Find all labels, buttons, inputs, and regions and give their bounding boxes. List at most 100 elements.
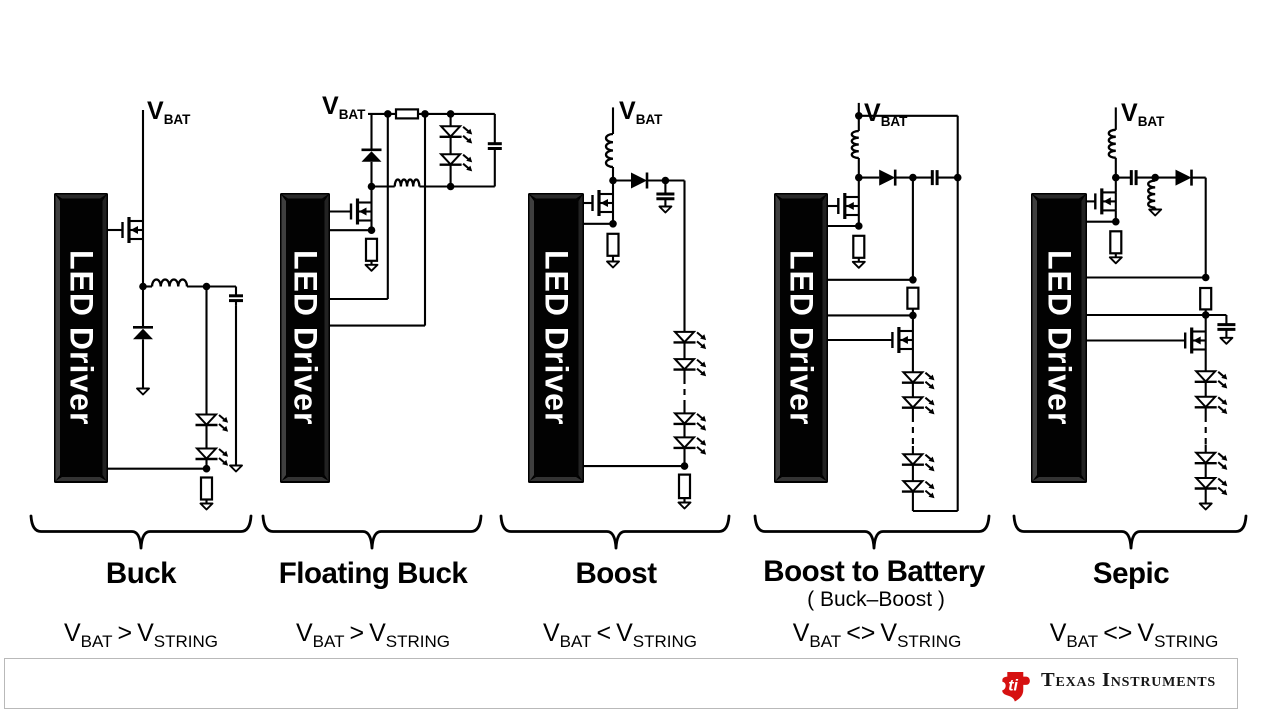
mosfet-icon <box>828 193 860 219</box>
capacitor-icon <box>229 294 243 303</box>
ground-icon <box>1148 208 1163 217</box>
vstring-base: V <box>880 619 898 647</box>
vstring-base: V <box>616 619 633 647</box>
mosfet-icon <box>1087 327 1207 354</box>
brace <box>1012 514 1248 550</box>
vbat-label-sepic: VBAT <box>1121 101 1165 129</box>
ground-icon <box>658 205 673 214</box>
inductor-icon <box>850 129 859 160</box>
light-arrow <box>466 137 473 144</box>
relation-sepic: VBAT<>VSTRING <box>1050 619 1219 651</box>
light-arrow <box>928 492 935 499</box>
capacitor-icon <box>1217 323 1236 331</box>
ground-icon <box>1219 336 1234 345</box>
vbat-base: V <box>295 619 313 647</box>
capacitor-icon <box>930 170 939 186</box>
ground-icon <box>364 263 379 272</box>
diode-icon <box>361 148 382 162</box>
title-buck: Buck <box>105 557 177 590</box>
led-driver-label-buck: LED Driver <box>63 250 100 426</box>
vbat-base: V <box>864 99 881 127</box>
ground-icon <box>136 387 150 396</box>
led-icon <box>194 447 229 466</box>
vstring-base: V <box>137 619 154 647</box>
led-icon <box>672 436 707 455</box>
light-arrow <box>928 465 935 472</box>
relation-operator: < <box>596 619 612 647</box>
resistor-icon <box>606 232 620 257</box>
ti-logo-text: ti <box>1008 678 1018 695</box>
diode-icon <box>133 325 153 340</box>
relation-boost: VBAT<VSTRING <box>542 619 698 651</box>
ground-icon <box>606 260 620 269</box>
circuit-sepic <box>1031 107 1236 511</box>
mosfet-icon <box>330 198 373 225</box>
led-icon <box>1193 477 1228 496</box>
vstring-base: V <box>369 619 386 647</box>
vbat-label-buck: VBAT <box>147 99 191 127</box>
light-arrow <box>1221 408 1228 414</box>
led-icon <box>672 358 707 377</box>
vbat-sub: BAT <box>80 632 113 651</box>
inductor-icon <box>393 178 421 187</box>
inductor-icon <box>150 278 189 287</box>
junction-dot <box>953 173 962 182</box>
vstring-sub: STRING <box>897 632 962 651</box>
led-icon <box>672 412 707 431</box>
light-arrow <box>700 424 707 431</box>
led-driver-label-boost-to-battery: LED Driver <box>783 250 820 426</box>
relation-buck: VBAT>VSTRING <box>64 619 218 651</box>
vbat-sub: BAT <box>1137 114 1165 129</box>
vbat-sub: BAT <box>338 107 366 122</box>
ti-logo-icon: ti <box>1002 671 1030 702</box>
light-arrow <box>928 383 935 390</box>
diode-icon <box>879 169 897 186</box>
vstring-base: V <box>1137 619 1155 647</box>
vstring-sub: STRING <box>385 632 451 651</box>
light-arrow <box>700 415 707 422</box>
led-icon <box>672 330 707 350</box>
led-icon <box>1193 370 1228 389</box>
circuit-boost-to-battery <box>774 102 962 513</box>
led-driver-block <box>774 193 828 483</box>
ground-icon <box>1108 256 1123 265</box>
capacitor-icon <box>487 142 502 150</box>
title-boost-to-battery: Boost to Battery <box>763 555 985 588</box>
vstring-sub: STRING <box>632 632 698 651</box>
brace <box>261 514 483 550</box>
light-arrow <box>928 374 935 381</box>
light-arrow <box>1221 382 1228 389</box>
led-icon <box>901 396 935 415</box>
ground-icon <box>199 502 214 511</box>
relation-floating-buck: VBAT>VSTRING <box>295 619 451 651</box>
resistor-icon <box>1109 230 1123 255</box>
brace <box>753 514 991 550</box>
ground-icon <box>1198 502 1213 511</box>
resistor-icon <box>394 108 420 120</box>
light-arrow <box>700 334 707 341</box>
led-icon <box>1193 451 1228 470</box>
light-arrow <box>700 361 707 368</box>
light-arrow <box>1221 399 1228 405</box>
led-driver-block <box>1031 193 1087 483</box>
led-icon <box>901 453 935 472</box>
vbat-sub: BAT <box>312 632 345 651</box>
relation-operator: <> <box>1103 619 1133 647</box>
footer-bar <box>4 658 1238 709</box>
led-driver-label-boost: LED Driver <box>538 250 575 426</box>
capacitor-icon <box>656 192 675 201</box>
vbat-base: V <box>542 619 560 647</box>
led-driver-block <box>280 193 330 483</box>
light-arrow <box>928 399 935 406</box>
braces <box>29 514 1248 550</box>
light-arrow <box>1221 455 1228 461</box>
relation-boost-to-battery: VBAT<>VSTRING <box>793 619 962 651</box>
diode-icon <box>631 172 649 189</box>
led-driver-block <box>54 193 108 483</box>
ground-icon <box>677 501 692 510</box>
vbat-sub: BAT <box>635 112 663 127</box>
vbat-sub: BAT <box>163 112 191 127</box>
resistor-icon <box>364 237 379 262</box>
title-boost: Boost <box>575 557 657 590</box>
